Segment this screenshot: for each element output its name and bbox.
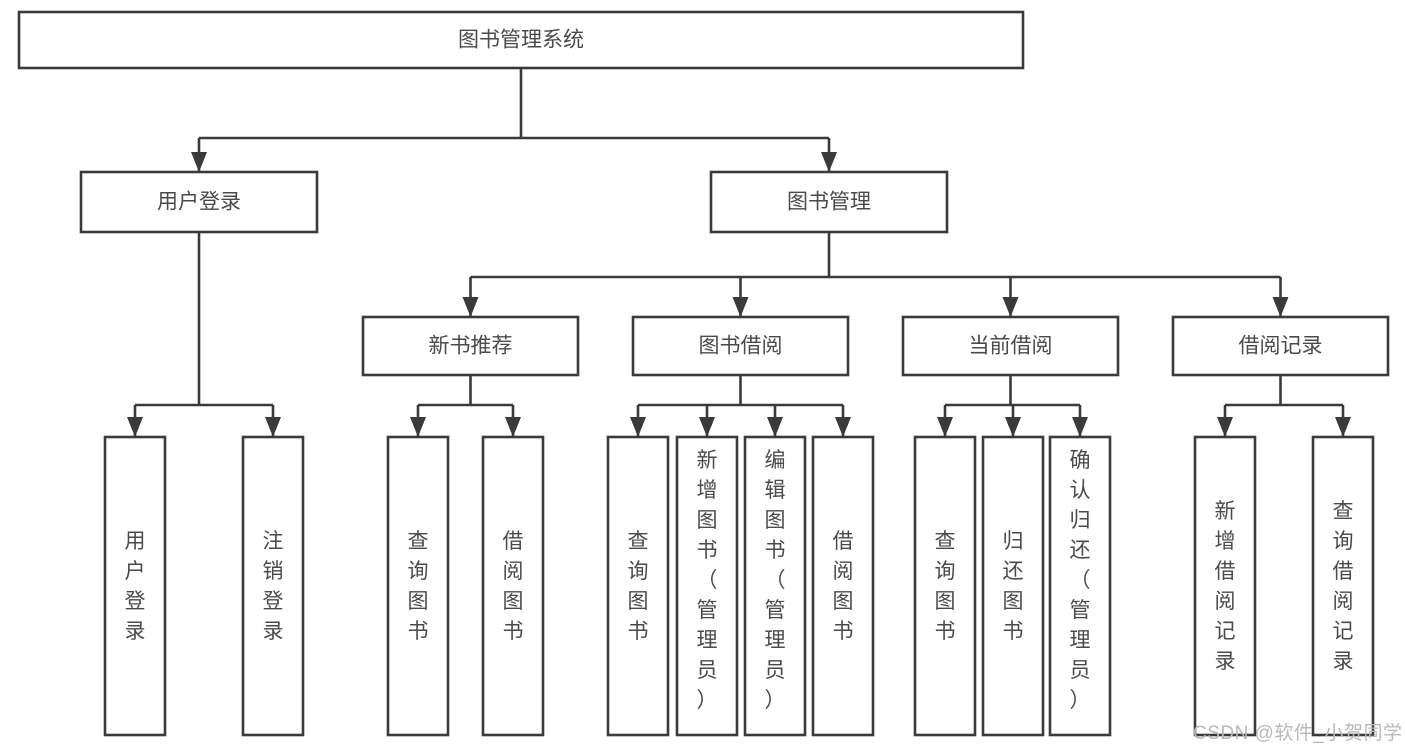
node-root-root[interactable]: 图书管理系统 [17,10,1025,70]
node-leaf-borrow-edit-book[interactable]: 编辑图书（管理员） [743,435,807,737]
node-borrow-record[interactable]: 借阅记录 [1171,315,1390,377]
node-box[interactable] [1311,435,1375,737]
arrow-head-icon [1002,297,1019,317]
node-box[interactable] [1048,435,1112,737]
node-label: 用户登录 [157,191,241,214]
csdn-watermark: CSDN @软件_小贺同学 [1193,723,1403,744]
node-leaf-borrow-borrow-book[interactable]: 借阅图书 [811,435,875,737]
node-current-borrow[interactable]: 当前借阅 [901,315,1120,377]
arrow-head-icon [1005,417,1021,437]
arrow-head-icon [127,417,143,437]
node-layer: 图书管理系统用户登录图书管理新书推荐图书借阅当前借阅借阅记录用户登录注销登录查询… [17,10,1390,737]
node-box[interactable] [606,435,670,737]
node-box[interactable] [631,315,850,377]
node-leaf-recommend-query-book[interactable]: 查询图书 [386,435,450,737]
arrow-head-icon [410,417,426,437]
node-label: 归还图书 [1003,530,1024,643]
arrow-head-icon [191,152,207,172]
node-box[interactable] [79,170,319,234]
arrow-head-icon [835,417,851,437]
node-leaf-current-query-book[interactable]: 查询图书 [913,435,977,737]
node-label: 借阅图书 [833,530,854,643]
node-label: 新增图书（管理员） [697,449,718,712]
node-box[interactable] [709,170,949,234]
arrow-head-icon [732,297,749,317]
node-box[interactable] [386,435,450,737]
node-box[interactable] [103,435,167,737]
arrow-head-icon [265,417,281,437]
node-box[interactable] [675,435,739,737]
node-label: 新增借阅记录 [1215,500,1236,673]
node-label: 图书管理系统 [458,29,584,52]
arrow-head-icon [630,417,646,437]
node-label: 借阅记录 [1239,335,1323,358]
arrow-head-icon [1272,297,1289,317]
node-box[interactable] [901,315,1120,377]
node-new-book-recommend[interactable]: 新书推荐 [361,315,580,377]
arrow-head-icon [937,417,953,437]
node-label: 图书管理 [787,191,871,214]
node-label: 图书借阅 [699,335,783,358]
arrow-head-icon [462,297,479,317]
node-box[interactable] [743,435,807,737]
node-user-login[interactable]: 用户登录 [79,170,319,234]
arrow-head-icon [505,417,521,437]
node-leaf-borrow-query-book[interactable]: 查询图书 [606,435,670,737]
node-label: 查询借阅记录 [1333,500,1354,673]
node-leaf-user-logout[interactable]: 注销登录 [241,435,305,737]
node-label: 当前借阅 [969,335,1053,358]
arrow-head-icon [821,152,837,172]
node-box[interactable] [241,435,305,737]
node-box[interactable] [1171,315,1390,377]
node-box[interactable] [481,435,545,737]
node-label: 用户登录 [125,530,146,643]
connector-layer [127,68,1351,437]
node-label: 查询图书 [408,530,429,643]
node-box[interactable] [811,435,875,737]
node-label: 查询图书 [935,530,956,643]
arrow-head-icon [1335,417,1351,437]
node-box[interactable] [981,435,1045,737]
node-leaf-current-confirm-return[interactable]: 确认归还（管理员） [1048,435,1112,737]
node-label: 编辑图书（管理员） [765,449,786,712]
node-label: 借阅图书 [503,530,524,643]
arrow-head-icon [767,417,783,437]
node-leaf-record-add-record[interactable]: 新增借阅记录 [1193,435,1257,737]
node-box[interactable] [913,435,977,737]
node-book-borrow[interactable]: 图书借阅 [631,315,850,377]
node-label: 注销登录 [263,530,284,643]
node-label: 新书推荐 [429,335,513,358]
node-box[interactable] [17,10,1025,70]
node-leaf-current-return-book[interactable]: 归还图书 [981,435,1045,737]
node-box[interactable] [361,315,580,377]
node-book-manage[interactable]: 图书管理 [709,170,949,234]
arrow-head-icon [699,417,715,437]
node-leaf-user-login[interactable]: 用户登录 [103,435,167,737]
node-box[interactable] [1193,435,1257,737]
node-leaf-record-query-record[interactable]: 查询借阅记录 [1311,435,1375,737]
node-label: 确认归还（管理员） [1070,449,1091,712]
arrow-head-icon [1217,417,1233,437]
arrow-head-icon [1072,417,1088,437]
node-leaf-recommend-borrow-book[interactable]: 借阅图书 [481,435,545,737]
node-label: 查询图书 [628,530,649,643]
node-leaf-borrow-add-book[interactable]: 新增图书（管理员） [675,435,739,737]
